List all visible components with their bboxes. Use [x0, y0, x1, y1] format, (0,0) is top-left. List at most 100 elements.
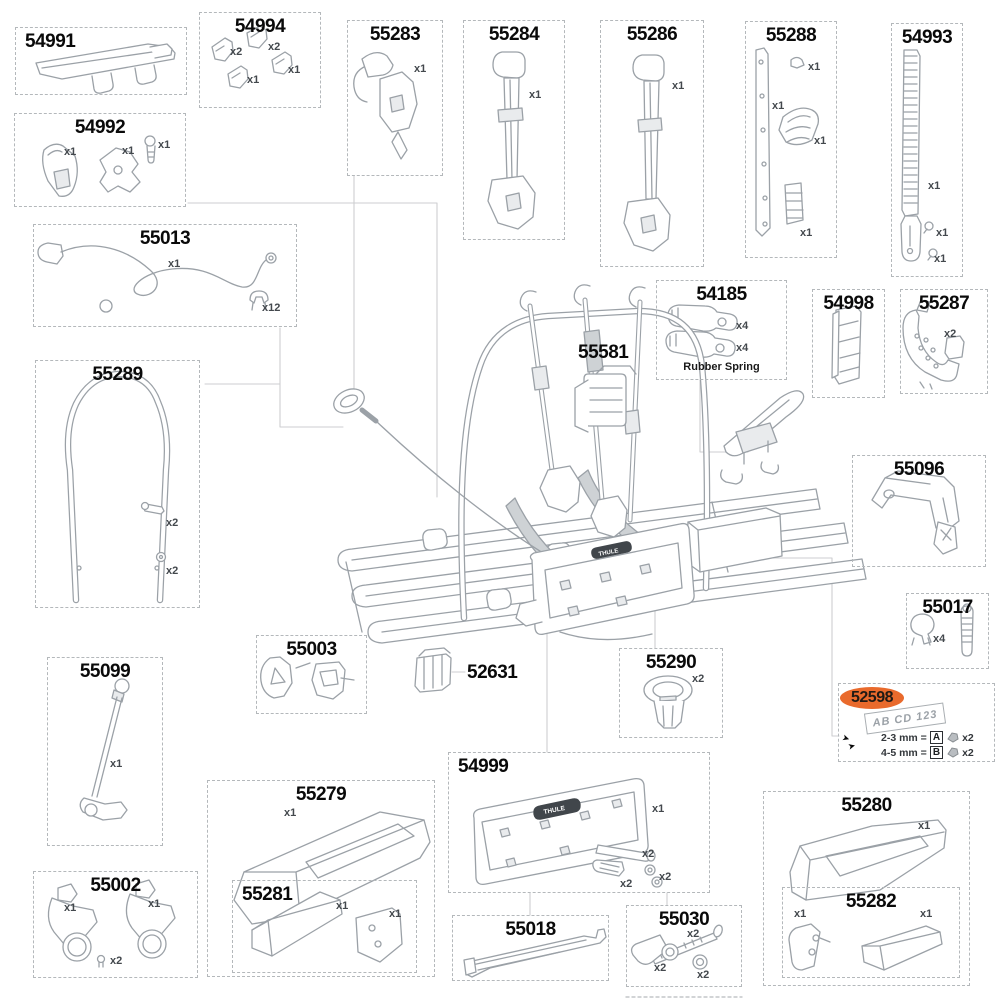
part-box-55287: 55287 [900, 289, 988, 394]
size-qty: x2 [962, 746, 974, 759]
part-box-55017: 55017 [906, 593, 989, 669]
brand-text: THULE [598, 548, 619, 558]
quantity-label: x2 [659, 871, 672, 883]
part-box-54998: 54998 [812, 289, 885, 398]
sketch-55290 [643, 675, 693, 729]
sketch-main-carrier: THULE [333, 284, 867, 644]
part-number-label: 55017 [922, 597, 973, 618]
part-box-55284: 55284 [463, 20, 565, 240]
quantity-label: x1 [652, 803, 665, 815]
sketch-55280 [789, 819, 947, 901]
part-box-55030: 55030 [626, 905, 742, 987]
part-box-55279: 55279 [207, 780, 435, 977]
quantity-label: x1 [800, 227, 813, 239]
sketch-52631 [414, 647, 452, 693]
quantity-label: x1 [918, 820, 931, 832]
sketch-55282 [788, 923, 943, 971]
quantity-label: x2 [110, 955, 123, 967]
part-box-55289: 55289 [35, 360, 200, 608]
part-number-label: 54999 [458, 756, 509, 777]
quantity-label: x1 [794, 908, 807, 920]
sketch-55099 [79, 678, 130, 821]
quantity-label: x2 [654, 962, 667, 974]
quantity-label: x1 [288, 64, 301, 76]
part-number-label: 55281 [242, 884, 293, 905]
sketch-54992 [42, 135, 156, 197]
quantity-label: x1 [672, 80, 685, 92]
part-number-label: 55288 [765, 25, 817, 46]
part-box-54993: 54993 [891, 23, 963, 277]
sketch-55283 [353, 52, 418, 160]
quantity-label: x1 [158, 139, 171, 151]
part-box-54999: 54999 [448, 752, 710, 893]
quantity-label: x1 [920, 908, 933, 920]
part-box-55096: 55096 [852, 455, 986, 567]
sketch-55096 [871, 470, 960, 555]
part-box-55280: 55280 [763, 791, 970, 986]
quantity-label: x1 [64, 146, 77, 158]
sketch-55288 [755, 47, 820, 237]
sketch-54998 [831, 305, 862, 385]
part-number-label: 54992 [74, 117, 126, 138]
highlight-badge: 52598 [840, 687, 904, 709]
sketch-54994 [211, 25, 293, 89]
quantity-label: x1 [934, 253, 947, 265]
quantity-label: x1 [110, 758, 123, 770]
quantity-label: x1 [168, 258, 181, 270]
quantity-label: x1 [529, 89, 542, 101]
part-number-label: 54991 [25, 31, 76, 52]
quantity-label: x1 [772, 100, 785, 112]
part-number-label: 55002 [90, 875, 141, 896]
sketch-55030 [630, 924, 723, 970]
sketch-54999: THULE [472, 777, 663, 888]
part-box-55282: 55282 [782, 887, 960, 978]
part-box-55002: 55002 [33, 871, 198, 978]
quantity-label: x2 [230, 46, 243, 58]
part-box-54992: 54992 [14, 113, 186, 207]
part-number-label: 55289 [92, 364, 143, 385]
part-number-label: 54998 [823, 293, 874, 314]
letter-box: B [929, 746, 944, 759]
letter-box: A [929, 731, 944, 744]
size-range: 4-5 mm = [881, 746, 927, 759]
quantity-label: x1 [936, 227, 949, 239]
sketch-55003 [260, 656, 355, 700]
clip-icon [947, 747, 959, 758]
part-box-52598: 52598 AB CD 123 2-3 mm = A x2 4-5 mm = B… [838, 683, 995, 762]
sketch-54991 [35, 43, 176, 94]
highlighted-part-number: 52598 [851, 689, 894, 706]
part-number-label: 55287 [918, 293, 970, 314]
sketch-55289 [64, 370, 171, 604]
quantity-label: x2 [944, 328, 957, 340]
part-number-label: 54993 [901, 27, 953, 48]
part-box-55018: 55018 [452, 915, 609, 981]
quantity-label: x4 [933, 633, 946, 645]
size-qty: x2 [962, 731, 974, 744]
size-range: 2-3 mm = [881, 731, 927, 744]
quantity-label: x2 [692, 673, 705, 685]
part-number-label: 55099 [79, 661, 131, 682]
sketch-54993 [900, 49, 938, 262]
sketch-55002 [47, 879, 176, 968]
plate-text: AB CD 123 [871, 708, 939, 729]
sketch-55017 [910, 603, 974, 657]
sketch-55013 [37, 242, 277, 313]
quantity-label: x1 [336, 900, 349, 912]
quantity-label: x2 [166, 517, 179, 529]
part-number-label: 54185 [696, 284, 747, 305]
part-box-55281: 55281 [232, 880, 417, 973]
quantity-label: x1 [64, 902, 77, 914]
part-box-54994: 54994 [199, 12, 321, 108]
quantity-label: x1 [808, 61, 821, 73]
part-number-label: 55280 [841, 795, 892, 816]
part-number-label: 55018 [505, 919, 556, 940]
quantity-label: x2 [642, 848, 655, 860]
size-row-a: 2-3 mm = A x2 [881, 731, 974, 744]
quantity-label: x2 [166, 565, 179, 577]
part-number-label: 55282 [845, 891, 897, 912]
part-box-55099: 55099 [47, 657, 163, 846]
quantity-label: x1 [814, 135, 827, 147]
